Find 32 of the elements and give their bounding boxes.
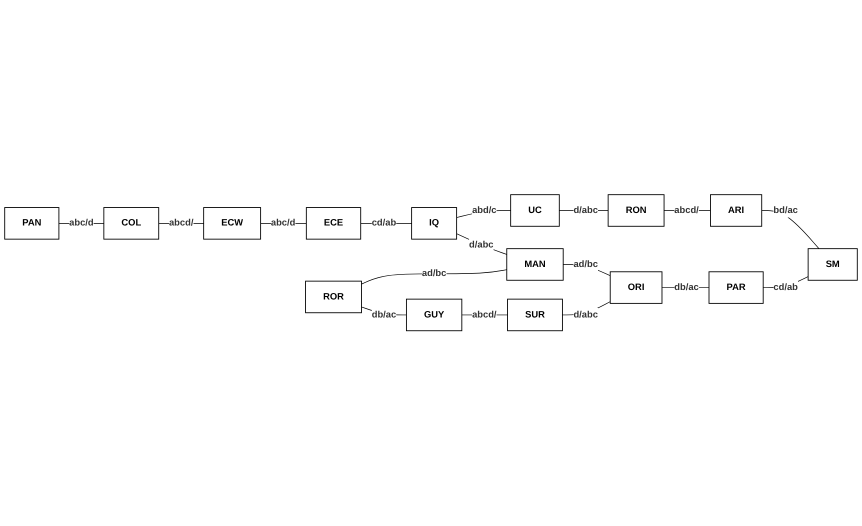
edge-label: ad/bc xyxy=(573,259,598,270)
node-box: SUR xyxy=(507,298,563,332)
edge-label: ad/bc xyxy=(422,268,446,279)
node-box: ROR xyxy=(305,280,362,314)
node-box: COL xyxy=(103,207,160,240)
edge-label: bd/ac xyxy=(773,205,798,216)
edge-label: d/abc xyxy=(573,205,598,216)
edge-label: db/ac xyxy=(372,310,396,320)
node-box: GUY xyxy=(406,298,462,332)
node-box: UC xyxy=(510,194,560,227)
node-box: SM xyxy=(808,248,858,281)
node-box: ECW xyxy=(203,207,262,240)
node-box: ARI xyxy=(710,194,762,227)
edge-label: d/abc xyxy=(469,240,494,250)
node-box: ORI xyxy=(610,272,662,304)
node-box: RON xyxy=(608,194,664,227)
edge-label: db/ac xyxy=(674,282,699,293)
edge-label: abc/d xyxy=(69,218,94,228)
edge-label: d/abc xyxy=(573,310,598,320)
node-box: PAN xyxy=(4,207,60,240)
edge-label: abd/c xyxy=(472,205,497,216)
node-box: PAR xyxy=(708,272,764,304)
edge-label: abcd/ xyxy=(472,310,497,320)
edge-label: cd/ab xyxy=(773,282,798,293)
connector xyxy=(456,234,508,256)
edge-label: abc/d xyxy=(270,218,296,228)
edge-label: abcd/ xyxy=(168,218,194,228)
node-box: MAN xyxy=(506,248,564,281)
node-box: IQ xyxy=(411,207,458,240)
edge-label: abcd/ xyxy=(674,205,699,216)
edge-label: cd/ab xyxy=(372,218,396,228)
node-box: ECE xyxy=(306,207,362,240)
